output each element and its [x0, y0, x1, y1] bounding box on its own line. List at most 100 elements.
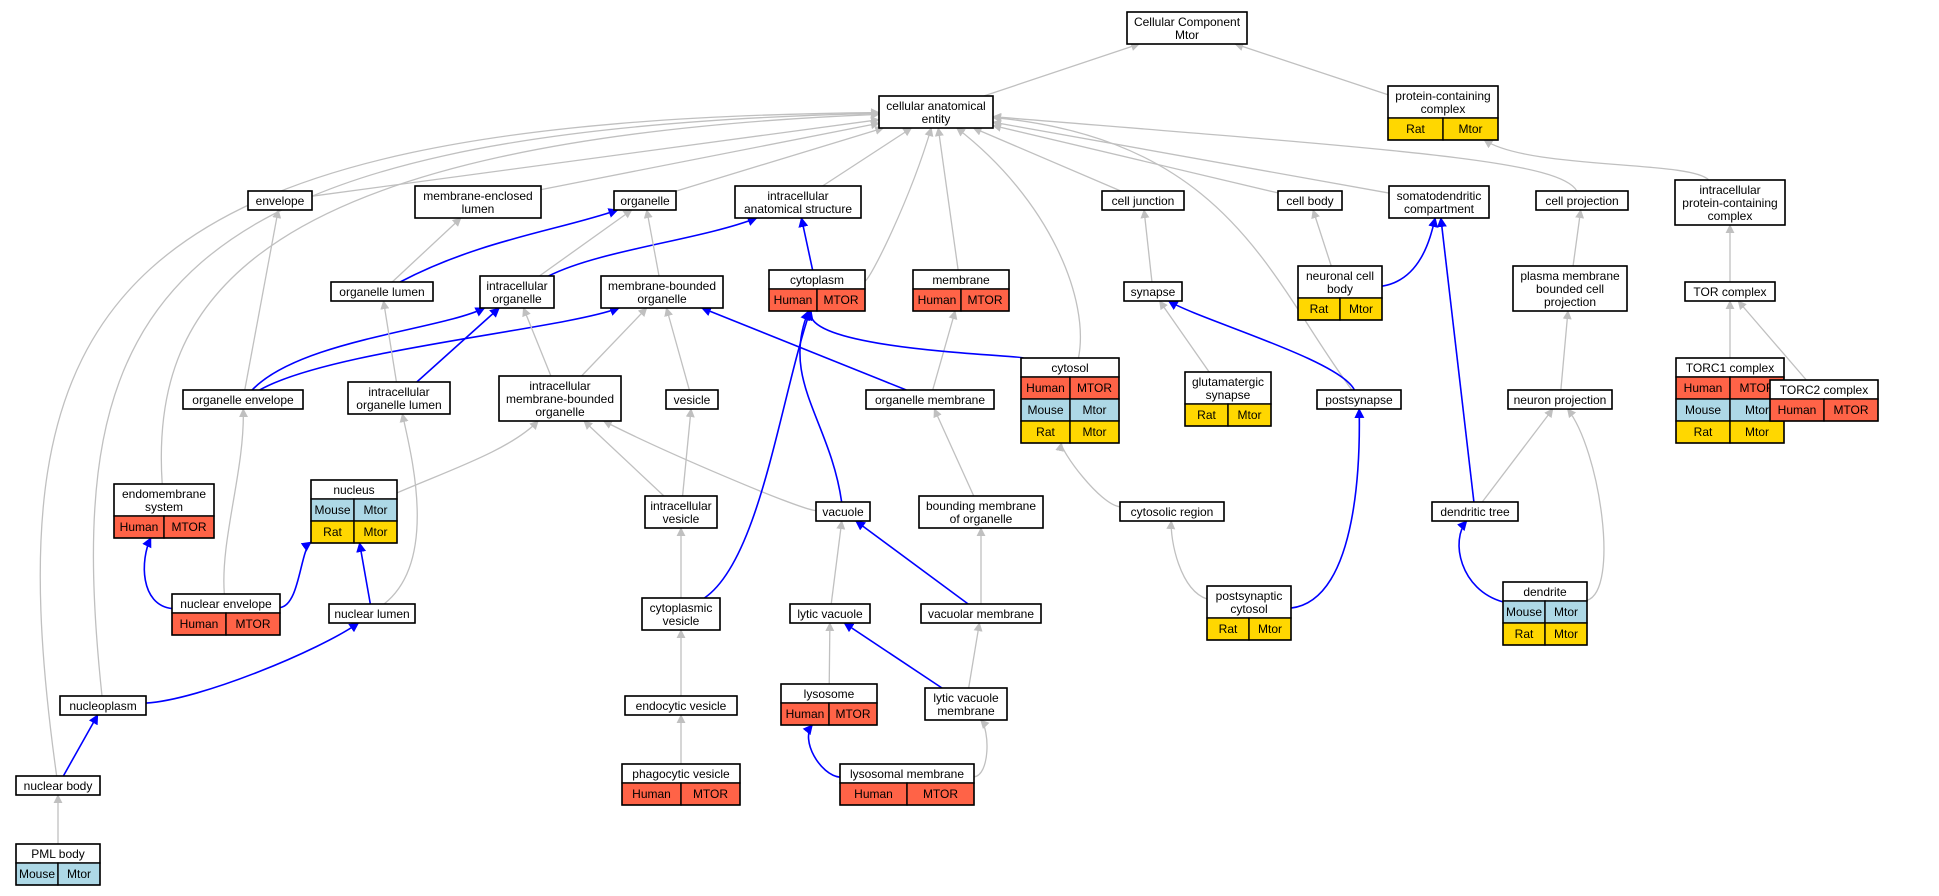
gene-symbol-label: Mtor — [1258, 622, 1282, 636]
node-label-text: membrane — [937, 704, 995, 718]
organism-label: Human — [1026, 381, 1065, 395]
node-outline — [414, 185, 542, 219]
node-label-text: TOR complex — [1693, 285, 1766, 299]
go-term-node[interactable]: vesicle — [665, 389, 719, 410]
go-term-node[interactable]: cell projection — [1535, 190, 1629, 211]
part-of-edge — [1290, 408, 1365, 609]
node-label-text: nuclear lumen — [334, 607, 409, 621]
go-term-node[interactable]: cell body — [1277, 190, 1343, 211]
go-term-node[interactable]: vacuolar membrane — [920, 603, 1042, 624]
gene-symbol-label: Mtor — [1238, 408, 1262, 422]
is-a-edge — [223, 408, 248, 595]
go-term-node[interactable]: nucleoplasm — [59, 695, 147, 716]
part-of-edge — [356, 542, 372, 605]
organism-label: Mouse — [19, 867, 55, 881]
gene-symbol-label: MTOR — [835, 707, 870, 721]
go-term-node[interactable]: vacuole — [815, 501, 871, 522]
node-label-text: bounding membrane — [926, 499, 1036, 513]
node-label-text: endocytic vesicle — [636, 699, 727, 713]
go-term-node[interactable]: endocytic vesicle — [624, 695, 738, 716]
go-term-node[interactable]: postsynapse — [1316, 389, 1402, 410]
node-label-text: cytoplasm — [790, 273, 844, 287]
go-term-node[interactable]: synapse — [1123, 281, 1183, 302]
go-term-node[interactable]: organelle membrane — [865, 389, 995, 410]
node-label-text: lysosomal membrane — [850, 767, 964, 781]
node-label-text: organelle envelope — [192, 393, 294, 407]
go-term-node[interactable]: cytosolic region — [1119, 501, 1225, 522]
is-a-edge — [540, 120, 880, 191]
node-label-text: cell body — [1286, 194, 1333, 208]
node-label-text: envelope — [256, 194, 305, 208]
go-term-node[interactable]: nuclear body — [15, 775, 101, 796]
organism-label: Mouse — [1685, 403, 1721, 417]
organism-label: Human — [632, 787, 671, 801]
go-term-node[interactable]: organelle lumen — [330, 281, 434, 302]
node-outline — [621, 763, 741, 806]
node-label-text: projection — [1544, 295, 1596, 309]
go-term-node[interactable]: dendritic tree — [1431, 501, 1519, 522]
node-outline — [1535, 190, 1629, 211]
gene-symbol-label: MTOR — [1739, 381, 1774, 395]
go-term-node[interactable]: nuclear lumen — [328, 603, 416, 624]
go-term-node[interactable]: lytic vacuole — [789, 603, 871, 624]
go-term-node[interactable]: organelle — [613, 190, 677, 211]
node-label-text: bounded cell — [1536, 282, 1604, 296]
is-a-edge — [968, 622, 983, 689]
go-term-node[interactable]: neuron projection — [1507, 389, 1613, 410]
go-term-node[interactable]: organelle envelope — [182, 389, 304, 410]
gene-symbol-label: Mtor — [67, 867, 91, 881]
part-of-edge — [803, 310, 1024, 359]
go-term-node[interactable]: envelope — [247, 190, 313, 211]
node-label-box — [644, 495, 718, 529]
node-outline — [734, 185, 862, 219]
node-outline — [1206, 585, 1292, 641]
gene-symbol-label: Mtor — [364, 525, 388, 539]
node-label-text: synapse — [1131, 285, 1176, 299]
organism-label: Human — [918, 293, 957, 307]
node-outline — [1297, 265, 1383, 321]
node-outline — [328, 603, 416, 624]
node-label-text: organelle — [620, 194, 670, 208]
gene-symbol-label: MTOR — [923, 787, 958, 801]
go-term-node[interactable]: cell junction — [1101, 190, 1185, 211]
is-a-edge — [643, 209, 660, 277]
is-a-edge — [1140, 209, 1153, 283]
go-term-node[interactable]: TOR complex — [1684, 281, 1776, 302]
gene-symbol-label: Mtor — [1083, 425, 1107, 439]
node-label-text: intracellular — [767, 189, 828, 203]
part-of-edge — [62, 714, 99, 777]
node-outline — [1316, 389, 1402, 410]
